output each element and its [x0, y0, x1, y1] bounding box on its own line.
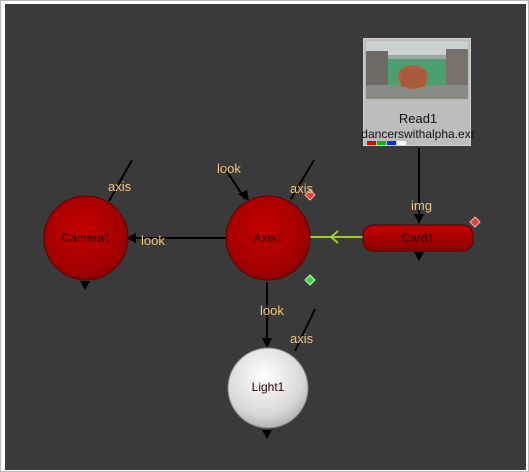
node-graph-canvas[interactable]: Read1 dancerswithalpha.exr Camera1 Axis1…: [5, 4, 526, 470]
axis-look-label: look: [217, 161, 241, 176]
channel-green: [377, 141, 386, 145]
read-node[interactable]: Read1 dancerswithalpha.exr: [361, 38, 475, 146]
arrowhead-axis-selected: [329, 230, 339, 244]
read-node-filename: dancerswithalpha.exr: [361, 127, 475, 141]
camera-axis-input[interactable]: [108, 159, 133, 202]
thumbnail-image: [366, 41, 468, 99]
camera-node-label: Camera1: [61, 231, 111, 245]
card-error-indicator: [469, 216, 481, 228]
arrowhead-camera-look: [126, 233, 136, 243]
light-axis-label: axis: [290, 331, 314, 346]
camera-node[interactable]: [43, 195, 129, 290]
arrowhead-card-img: [414, 214, 424, 224]
light-node-label: Light1: [251, 380, 285, 394]
node-graph-svg: [43, 148, 481, 439]
arrowhead-light-look: [262, 338, 272, 348]
light-output-arrow[interactable]: [262, 430, 272, 439]
card-node[interactable]: [362, 224, 474, 261]
channel-red: [367, 141, 376, 145]
axis-axis-label: axis: [290, 181, 314, 196]
channel-indicator: [367, 141, 406, 145]
light-look-label: look: [260, 303, 284, 318]
axis-ok-indicator: [304, 274, 316, 286]
channel-alpha: [397, 141, 406, 145]
camera-look-label: look: [141, 233, 165, 248]
channel-blue: [387, 141, 396, 145]
read-thumbnail: [366, 41, 468, 99]
axis-node-label: Axis1: [253, 231, 283, 245]
camera-axis-label: axis: [108, 179, 132, 194]
axis-node[interactable]: [225, 195, 311, 281]
card-img-label: img: [411, 198, 432, 213]
card-output-arrow[interactable]: [414, 252, 424, 261]
card-node-label: Card1: [401, 231, 435, 245]
light-axis-input[interactable]: [294, 308, 316, 352]
light-node[interactable]: [227, 347, 309, 439]
arrowhead-axis-look: [238, 190, 249, 201]
axis-axis-input[interactable]: [290, 159, 315, 200]
axis-error-indicator: [304, 189, 316, 201]
camera-output-arrow[interactable]: [80, 281, 90, 290]
read-node-title: Read1: [398, 111, 438, 126]
